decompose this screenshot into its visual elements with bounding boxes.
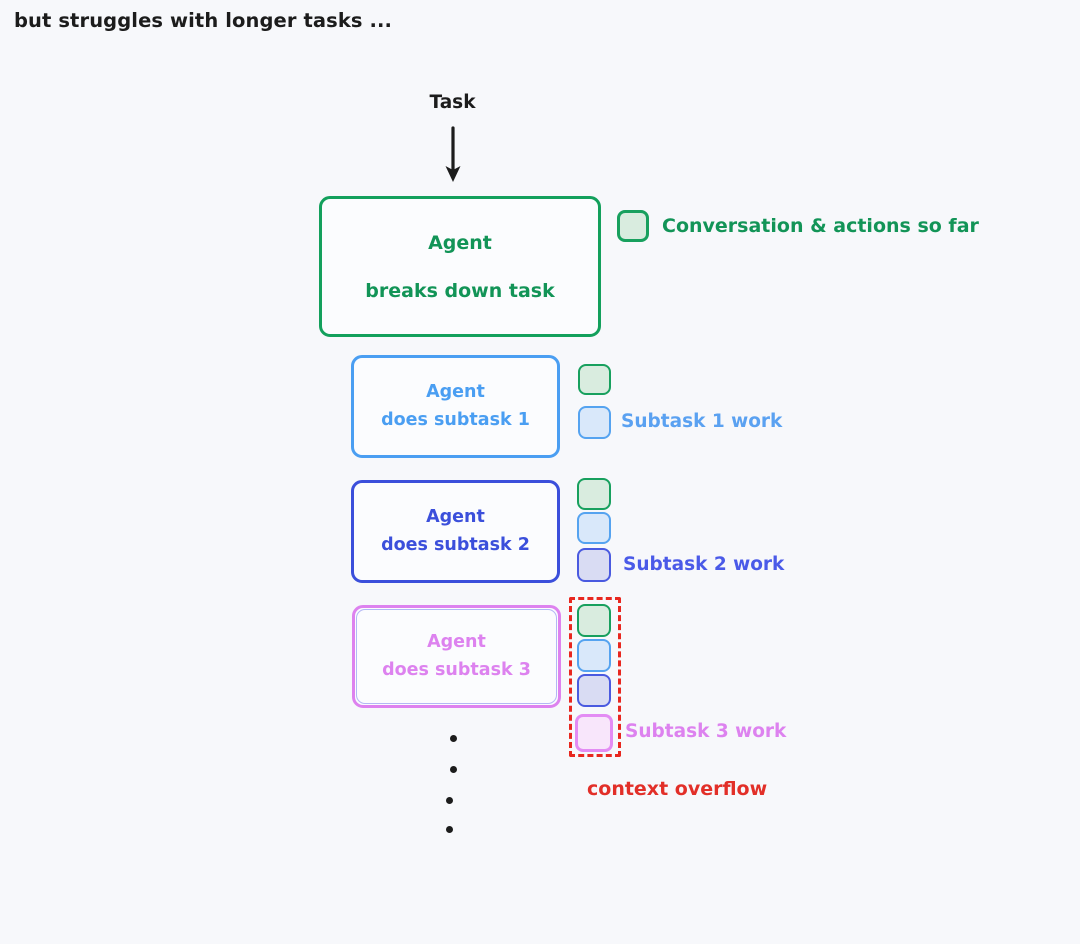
context-overflow-frame bbox=[569, 597, 621, 757]
context-square-blue-icon bbox=[577, 512, 611, 544]
context-overflow-label: context overflow bbox=[587, 778, 768, 800]
subtask-2-work-label: Subtask 2 work bbox=[623, 554, 785, 575]
agent-box-subtask-2-line1: Agent bbox=[426, 507, 485, 528]
legend-label: Conversation & actions so far bbox=[662, 215, 979, 237]
context-square-pink-icon bbox=[575, 714, 613, 752]
agent-box-root[interactable]: Agent breaks down task bbox=[319, 196, 601, 337]
context-square-green-icon bbox=[577, 478, 611, 510]
subtask-1-work-label: Subtask 1 work bbox=[621, 411, 783, 432]
continuation-dot bbox=[450, 735, 457, 742]
agent-box-root-line1: Agent bbox=[428, 231, 492, 254]
agent-box-subtask-2[interactable]: Agent does subtask 2 bbox=[351, 480, 560, 583]
subtask-3-work-label: Subtask 3 work bbox=[625, 721, 787, 742]
continuation-dot bbox=[446, 826, 453, 833]
agent-box-subtask-2-line2: does subtask 2 bbox=[381, 534, 530, 555]
agent-box-subtask-3-line1: Agent bbox=[427, 632, 486, 653]
continuation-dot bbox=[450, 766, 457, 773]
context-square-green-icon bbox=[578, 364, 611, 395]
context-square-indigo-icon bbox=[577, 548, 611, 582]
agent-box-subtask-3[interactable]: Agent does subtask 3 bbox=[352, 605, 561, 708]
legend-context-square-icon bbox=[617, 210, 649, 242]
continuation-dot bbox=[446, 797, 453, 804]
context-square-green-icon bbox=[577, 604, 611, 637]
agent-box-subtask-1[interactable]: Agent does subtask 1 bbox=[351, 355, 560, 458]
agent-box-subtask-3-line2: does subtask 3 bbox=[382, 659, 531, 680]
context-square-blue-icon bbox=[578, 406, 611, 439]
down-arrow-icon bbox=[436, 126, 470, 186]
agent-box-subtask-1-line2: does subtask 1 bbox=[381, 409, 530, 430]
agent-box-root-line2: breaks down task bbox=[365, 279, 555, 302]
context-square-blue-icon bbox=[577, 639, 611, 672]
agent-box-subtask-1-line1: Agent bbox=[426, 382, 485, 403]
task-label: Task bbox=[429, 92, 476, 113]
page-title: but struggles with longer tasks ... bbox=[14, 9, 393, 32]
context-square-indigo-icon bbox=[577, 674, 611, 707]
